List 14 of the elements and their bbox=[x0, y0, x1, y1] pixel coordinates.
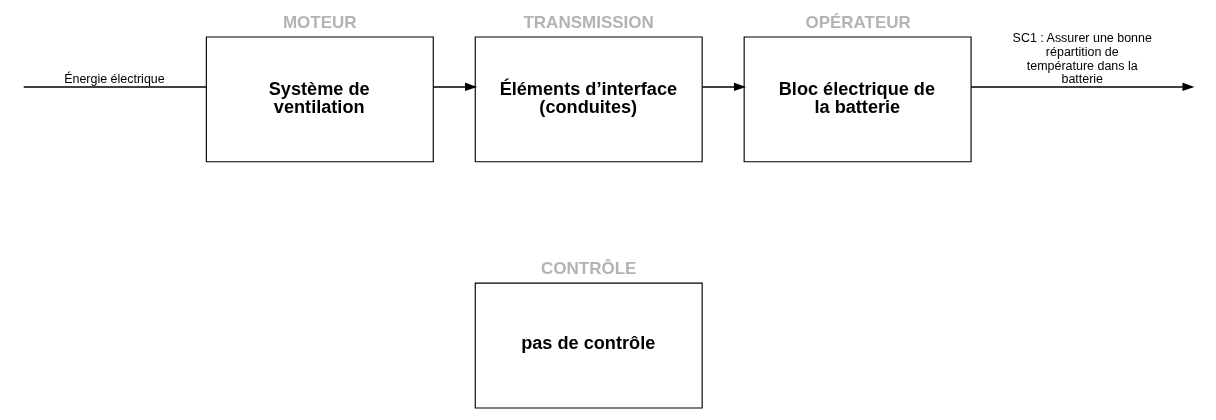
node-box: Système de ventilation bbox=[205, 36, 434, 163]
node-label: MOTEUR bbox=[282, 12, 357, 32]
node-label: CONTRÔLE bbox=[541, 259, 637, 279]
node-label: TRANSMISSION bbox=[523, 12, 654, 32]
edge-label: SC1 : Assurer une bonne répartition de température dans la batterie bbox=[1012, 31, 1152, 87]
node-box: Éléments d’interface (conduites) bbox=[474, 36, 703, 163]
arrow bbox=[970, 82, 1195, 92]
connector bbox=[23, 86, 207, 88]
node-label: OPÉRATEUR bbox=[805, 12, 911, 32]
arrow bbox=[432, 82, 478, 92]
arrow bbox=[701, 82, 746, 92]
edge-label: Énergie électrique bbox=[64, 72, 165, 87]
node-box: pas de contrôle bbox=[474, 282, 703, 409]
node-box: Bloc électrique de la batterie bbox=[743, 36, 972, 163]
